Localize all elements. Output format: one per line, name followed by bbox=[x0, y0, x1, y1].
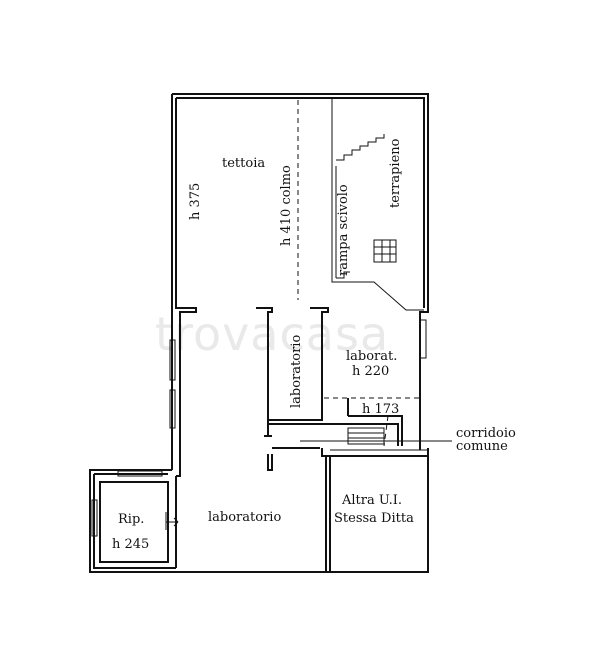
label-h173: h 173 bbox=[362, 402, 399, 417]
inner-walls bbox=[256, 98, 428, 572]
label-rip: Rip. bbox=[118, 512, 144, 527]
label-colmo: h 410 colmo bbox=[279, 165, 294, 246]
label-h245: h 245 bbox=[112, 537, 149, 552]
label-laborat: laborat. bbox=[346, 349, 397, 364]
label-stessa-ditta: Stessa Ditta bbox=[334, 511, 414, 526]
label-rampa: rampa scivolo bbox=[336, 184, 351, 276]
label-comune: comune bbox=[456, 439, 508, 454]
label-h375: h 375 bbox=[188, 183, 203, 220]
label-terrapieno: terrapieno bbox=[388, 138, 403, 208]
dashed-lines bbox=[297, 100, 420, 447]
door-symbol bbox=[165, 512, 179, 530]
windows bbox=[91, 319, 427, 537]
stair bbox=[347, 427, 385, 445]
watermark: trovacasa bbox=[155, 307, 389, 361]
outer-walls bbox=[89, 93, 429, 573]
label-laboratorio-bottom: laboratorio bbox=[208, 510, 281, 525]
rampa-steps bbox=[335, 134, 397, 279]
label-altra-ui: Altra U.I. bbox=[341, 493, 402, 508]
label-tettoia: tettoia bbox=[222, 156, 265, 171]
label-laboratorio-vertical: laboratorio bbox=[289, 335, 304, 408]
label-h220: h 220 bbox=[352, 364, 389, 379]
label-corridoio: corridoio bbox=[456, 426, 516, 441]
